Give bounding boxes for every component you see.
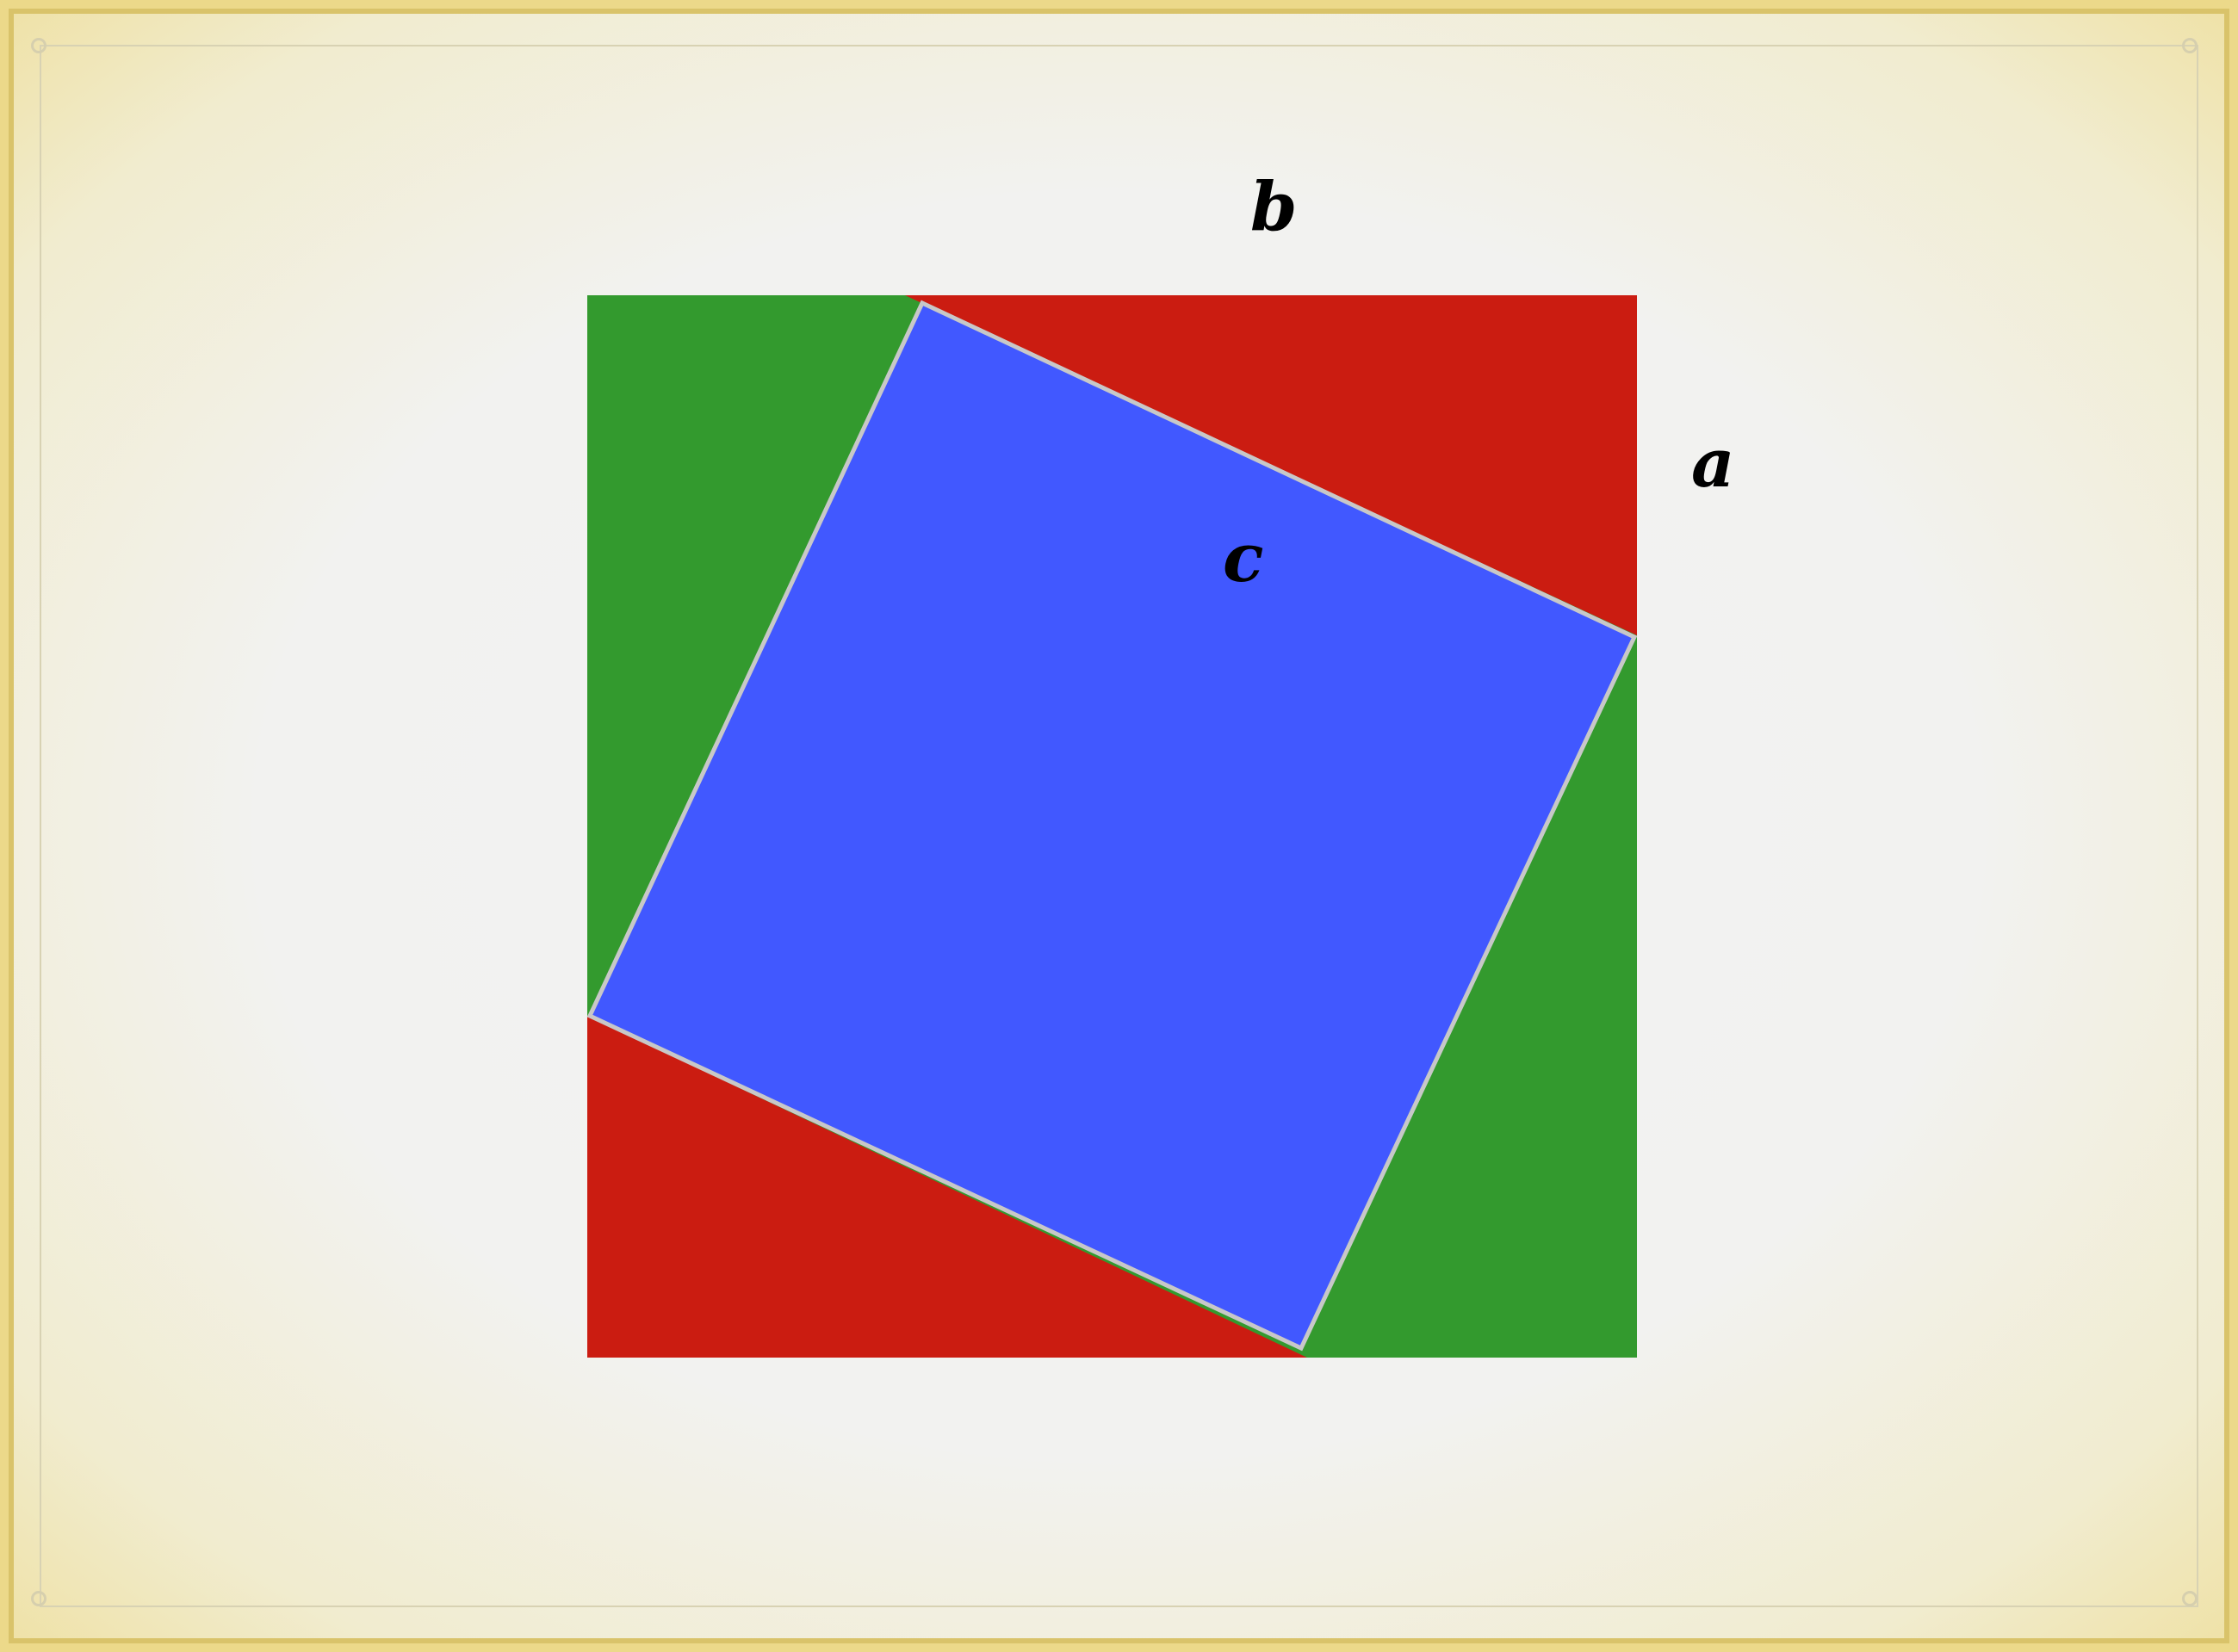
slide-inner-border <box>40 45 2198 1607</box>
frame-corner-ornament <box>2182 1591 2198 1606</box>
frame-corner-ornament <box>31 38 46 53</box>
frame-corner-ornament <box>2182 38 2198 53</box>
side-label-b: b <box>1250 168 1298 246</box>
triangle-bottom-left <box>587 1016 1307 1358</box>
frame-corner-ornament <box>31 1591 46 1606</box>
side-label-a: a <box>1691 424 1735 503</box>
inner-square-c <box>586 300 1638 1352</box>
side-label-c: c <box>1223 519 1264 597</box>
